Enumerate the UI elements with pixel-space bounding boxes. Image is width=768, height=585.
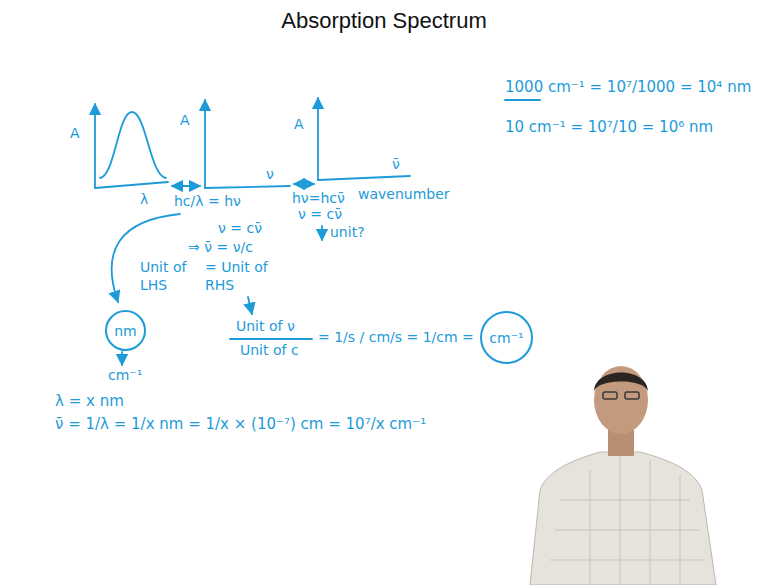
down-arrow	[321, 226, 323, 240]
glasses	[625, 392, 639, 399]
unit-text: cm⁻¹	[489, 330, 523, 346]
handwritten-note: Unit of ν	[236, 318, 295, 336]
equivalence-arrow	[172, 185, 200, 187]
handwritten-note: ν̄ = 1/λ = 1/x nm = 1/x × (10⁻⁷) cm = 10…	[55, 415, 426, 434]
handwritten-note: λ = x nm	[55, 392, 124, 411]
shirt-pattern	[550, 455, 705, 585]
handwritten-note: wavenumber	[358, 186, 450, 204]
handwritten-note: = Unit of RHS	[205, 259, 283, 294]
y-axis	[204, 100, 206, 188]
handwritten-note: Unit of c	[240, 342, 299, 360]
underline	[505, 99, 540, 101]
x-axis	[205, 186, 290, 188]
handwritten-note: hc/λ = hν	[174, 193, 241, 211]
handwritten-note: Unit of LHS	[140, 259, 198, 294]
absorption-band	[100, 112, 166, 178]
handwritten-note: 1000 cm⁻¹ = 10⁷/1000 = 10⁴ nm	[505, 78, 751, 97]
y-axis	[94, 104, 96, 188]
handwritten-note: ⇒ ν̄ = ν/c	[188, 239, 253, 257]
handwritten-note: hν=hcν̄	[292, 190, 345, 208]
fraction-bar	[230, 338, 312, 340]
handwritten-note: unit?	[330, 224, 365, 242]
presenter	[530, 366, 716, 585]
handwritten-note: 10 cm⁻¹ = 10⁷/10 = 10⁶ nm	[505, 118, 713, 137]
handwritten-note: A	[70, 125, 80, 143]
shirt	[530, 452, 716, 585]
glasses	[603, 392, 617, 399]
handwritten-note: A	[180, 112, 190, 130]
graph-axes	[95, 98, 540, 365]
handwritten-note: = 1/s / cm/s = 1/cm =	[318, 329, 474, 347]
down-arrow	[248, 297, 252, 314]
equivalence-arrow	[294, 183, 314, 185]
down-arrow	[121, 352, 123, 365]
handwritten-note: λ	[140, 191, 148, 209]
handwritten-note: A	[294, 116, 304, 134]
slide-title: Absorption Spectrum	[0, 8, 768, 34]
handwritten-note: ν	[266, 166, 274, 184]
handwritten-note: ν = cν̄	[298, 206, 342, 224]
circled-unit: nm	[105, 310, 146, 351]
handwritten-note: ν̄	[392, 156, 400, 174]
head	[594, 366, 648, 434]
x-axis	[95, 182, 168, 188]
x-axis	[318, 176, 410, 180]
hair	[594, 373, 648, 393]
circled-unit: cm⁻¹	[480, 311, 533, 364]
handwritten-note: cm⁻¹	[108, 367, 142, 385]
unit-text: nm	[114, 323, 137, 339]
handwritten-note: ν = cν̄	[218, 220, 262, 238]
y-axis	[317, 98, 319, 180]
